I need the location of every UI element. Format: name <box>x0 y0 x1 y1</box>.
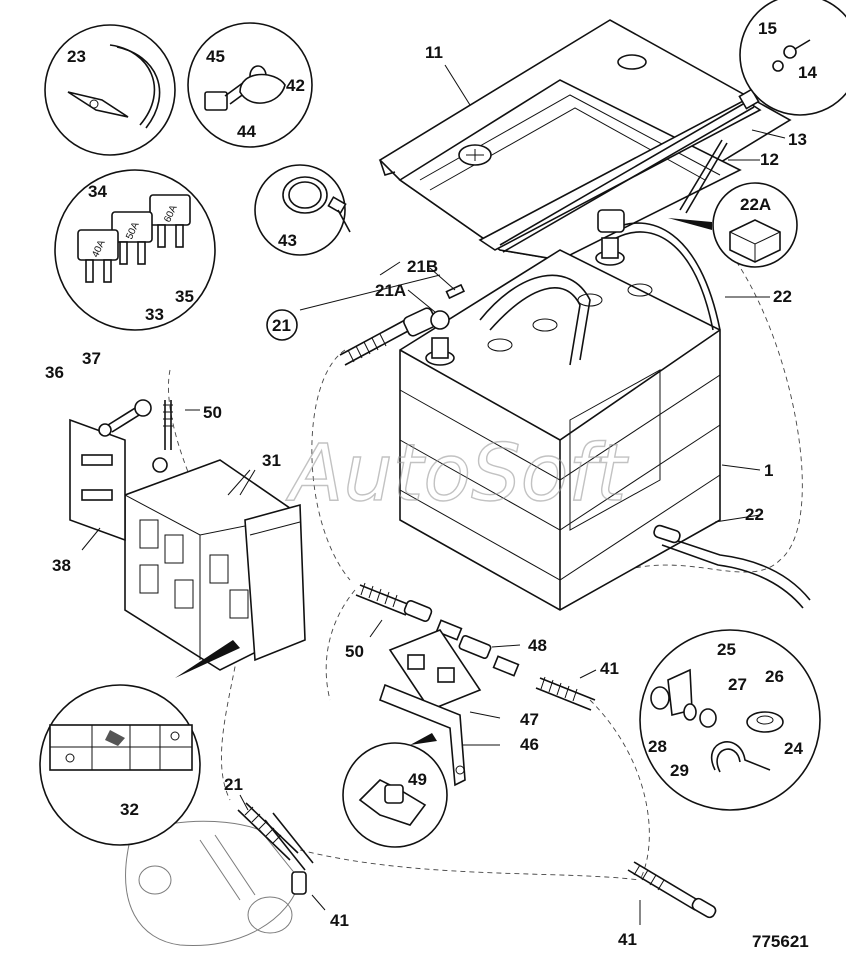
cable-routing-lines <box>168 239 803 881</box>
label-11: 11 <box>425 43 443 62</box>
label-26: 26 <box>765 667 784 686</box>
label-34: 34 <box>88 182 107 201</box>
label-23: 23 <box>67 47 86 66</box>
fuse-box <box>124 459 306 671</box>
label-22a: 22A <box>740 195 771 214</box>
fuse-50a <box>111 211 153 265</box>
label-36: 36 <box>45 363 64 382</box>
detail-circle-15-14 <box>739 0 846 116</box>
callout-labels: 11 13 12 15 14 22A 22 22 23 45 42 44 34 … <box>45 19 817 951</box>
label-27: 27 <box>728 675 747 694</box>
cable-21 <box>339 283 466 366</box>
detail-circle-43 <box>254 164 351 256</box>
watermark: AutoSoft <box>285 429 629 519</box>
label-43: 43 <box>278 231 297 250</box>
starter-motor <box>125 820 301 947</box>
label-42: 42 <box>286 76 305 95</box>
label-14: 14 <box>798 63 817 82</box>
label-35: 35 <box>175 287 194 306</box>
battery <box>399 237 721 611</box>
label-41-bottom: 41 <box>618 930 637 949</box>
battery-cables <box>597 209 811 609</box>
label-46: 46 <box>520 735 539 754</box>
label-22-top: 22 <box>773 287 792 306</box>
label-21a: 21A <box>375 281 406 300</box>
label-41-mid: 41 <box>600 659 619 678</box>
label-15: 15 <box>758 19 777 38</box>
detail-circle-49 <box>342 733 448 848</box>
cable-50-top <box>152 400 173 473</box>
drawing-number: 775621 <box>752 932 809 951</box>
label-44: 44 <box>237 122 256 141</box>
label-45: 45 <box>206 47 225 66</box>
label-32: 32 <box>120 800 139 819</box>
label-21b: 21B <box>407 257 438 276</box>
label-50-top: 50 <box>203 403 222 422</box>
relay-connector-assembly <box>355 582 596 787</box>
label-28: 28 <box>648 737 667 756</box>
starter-cables <box>237 802 717 919</box>
label-38: 38 <box>52 556 71 575</box>
label-37: 37 <box>82 349 101 368</box>
label-21-circle: 21 <box>272 316 291 335</box>
label-1: 1 <box>764 461 773 480</box>
reference-circle-21 <box>266 309 298 341</box>
label-49: 49 <box>408 770 427 789</box>
detail-circle-24-29 <box>639 629 821 811</box>
detail-circle-22A <box>668 182 798 268</box>
label-21-bottom: 21 <box>224 775 243 794</box>
label-25: 25 <box>717 640 736 659</box>
label-29: 29 <box>670 761 689 780</box>
fuse-40a <box>77 229 119 283</box>
label-24: 24 <box>784 739 803 758</box>
label-33: 33 <box>145 305 164 324</box>
label-13: 13 <box>788 130 807 149</box>
detail-circle-32 <box>39 640 240 846</box>
detail-circle-23 <box>44 24 176 156</box>
label-22-bottom: 22 <box>745 505 764 524</box>
label-41-left: 41 <box>330 911 349 930</box>
fuse-60a <box>149 194 191 248</box>
label-47: 47 <box>520 710 539 729</box>
detail-circle-fuses: 60A 50A 40A <box>54 169 216 331</box>
label-31: 31 <box>262 451 281 470</box>
detail-circle-45-42-44 <box>187 22 313 148</box>
label-50-mid: 50 <box>345 642 364 661</box>
label-48: 48 <box>528 636 547 655</box>
leader-lines <box>81 64 786 925</box>
mounting-plate <box>69 399 152 542</box>
label-12: 12 <box>760 150 779 169</box>
